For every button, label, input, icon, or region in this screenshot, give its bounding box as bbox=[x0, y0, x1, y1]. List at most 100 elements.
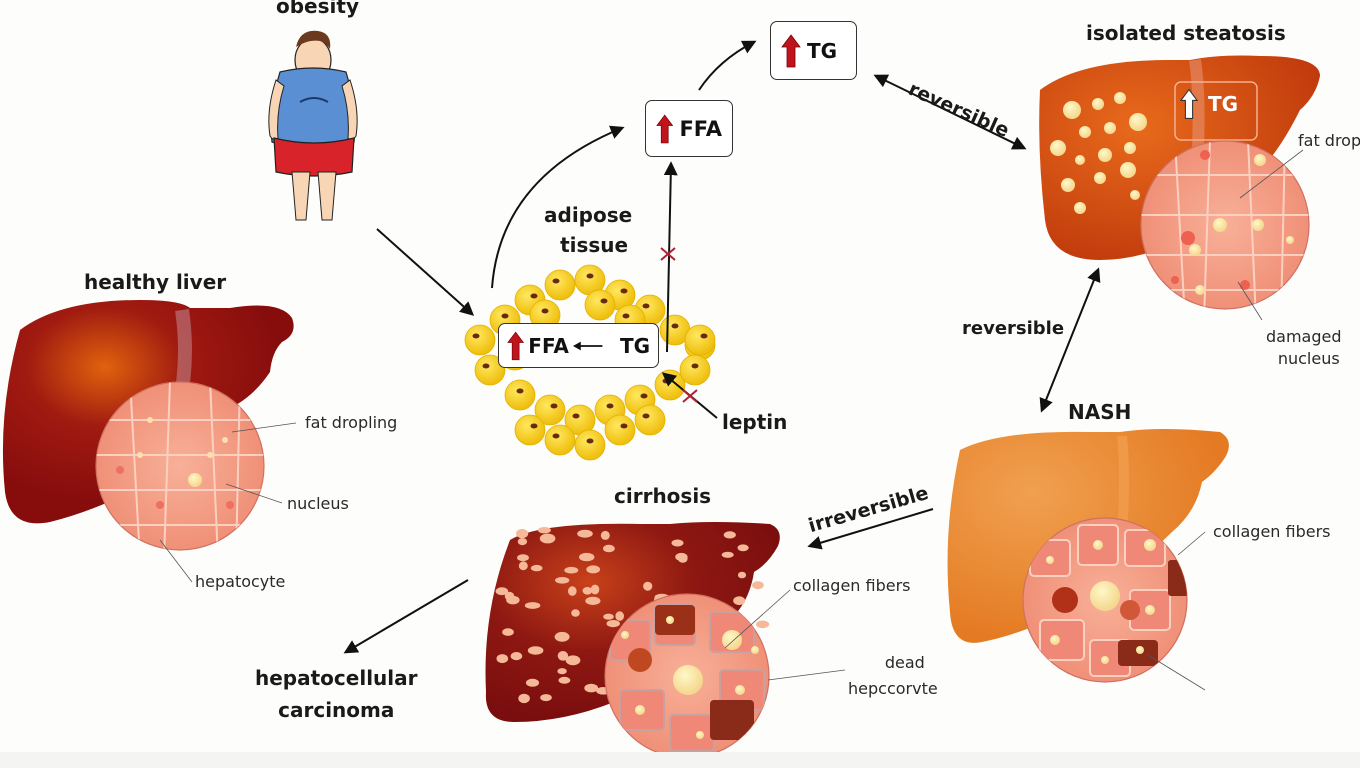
annotation-nucleus-2: nucleus bbox=[1277, 349, 1340, 368]
adipocyte-cell bbox=[584, 289, 616, 321]
adipocyte-nucleus bbox=[620, 288, 628, 294]
arrows bbox=[343, 40, 1101, 654]
cirrhotic-nodule bbox=[524, 602, 541, 609]
cirrhotic-nodule bbox=[517, 538, 528, 546]
adipocyte-nucleus bbox=[662, 378, 670, 384]
arrow-cirrhosis-to-hcc bbox=[343, 579, 469, 654]
annotation-collagen-fibers-cirrhosis: collagen fibers bbox=[793, 576, 911, 595]
cirrhotic-nodule bbox=[537, 527, 551, 534]
steatosis-liver-illustration bbox=[1039, 55, 1320, 321]
steatosis-tg-marker: TG bbox=[1180, 88, 1238, 120]
cirrhotic-nodule bbox=[584, 683, 599, 693]
cirrhotic-nodule bbox=[525, 678, 540, 687]
adipocyte-nucleus bbox=[541, 308, 549, 314]
cirrhotic-nodule bbox=[557, 668, 567, 675]
adipocyte-cell bbox=[604, 414, 636, 446]
up-arrow-icon bbox=[507, 331, 525, 360]
label-carcinoma: carcinoma bbox=[278, 698, 395, 722]
adipocyte-nucleus bbox=[482, 363, 490, 369]
cirrhotic-nodule bbox=[518, 693, 530, 704]
cirrhotic-nodule bbox=[504, 591, 515, 601]
cirrhotic-nodule bbox=[502, 628, 514, 636]
steatosis-tg-label: TG bbox=[1208, 92, 1239, 116]
adipocyte-cell bbox=[514, 414, 546, 446]
annotation-nucleus: nucleus bbox=[287, 494, 349, 513]
cirrhotic-nodule bbox=[737, 544, 749, 552]
ffa-increase-box: FFA bbox=[645, 100, 733, 157]
adipocyte-nucleus bbox=[552, 433, 560, 439]
label-obesity: obesity bbox=[276, 0, 359, 18]
cirrhotic-nodule bbox=[582, 587, 593, 595]
fat-droplets bbox=[1050, 92, 1147, 214]
cirrhotic-nodule bbox=[643, 581, 653, 591]
adipocyte-nucleus bbox=[586, 273, 594, 279]
cirrhotic-nodule bbox=[540, 694, 552, 702]
annotation-fat-dropling: fat dropling bbox=[305, 413, 398, 432]
cirrhotic-nodule bbox=[539, 533, 556, 544]
inhibit-x-icon bbox=[660, 247, 676, 261]
label-cirrhosis: cirrhosis bbox=[614, 484, 712, 508]
label-isolated-steatosis: isolated steatosis bbox=[1086, 21, 1286, 45]
cirrhotic-nodule bbox=[558, 676, 571, 684]
adipocyte-cell bbox=[574, 429, 606, 461]
adipocyte-nucleus bbox=[572, 413, 580, 419]
adipocyte-nucleus bbox=[671, 323, 679, 329]
cirrhotic-nodule bbox=[516, 528, 529, 539]
label-hepatocellular: hepatocellular bbox=[255, 666, 418, 690]
cirrhotic-nodule bbox=[554, 631, 570, 642]
label-leptin: leptin bbox=[722, 410, 788, 434]
adipocyte-cell bbox=[544, 424, 576, 456]
cirrhotic-nodule bbox=[517, 554, 529, 562]
cirrhotic-nodule bbox=[752, 581, 764, 590]
annotation-dead-hepatocyte: dead hepccorvte bbox=[848, 650, 938, 702]
inhibition-marks bbox=[660, 247, 698, 403]
adipose-tissue-illustration bbox=[464, 264, 716, 461]
adipose-tg-label: TG bbox=[619, 333, 650, 358]
adipocyte-cell bbox=[464, 324, 496, 356]
adipocyte-nucleus bbox=[606, 403, 614, 409]
adipocyte-nucleus bbox=[620, 423, 628, 429]
cirrhotic-nodule bbox=[603, 544, 615, 553]
adipocyte-nucleus bbox=[472, 333, 480, 339]
cirrhotic-nodule bbox=[565, 655, 581, 666]
arrow-ffa-to-tg bbox=[698, 40, 757, 91]
cirrhotic-nodule bbox=[585, 596, 601, 606]
arrow-nash-to-cirrhosis bbox=[807, 508, 934, 550]
label-adipose-tissue: adipose tissue bbox=[544, 200, 632, 260]
label-healthy-liver: healthy liver bbox=[84, 270, 227, 294]
annotation-damaged-nucleus: damaged nucleus bbox=[1266, 326, 1342, 370]
adipocyte-cell bbox=[634, 404, 666, 436]
adipose-ffa-label: FFA bbox=[528, 333, 569, 358]
up-arrow-icon bbox=[656, 113, 674, 143]
cirrhotic-nodule bbox=[590, 584, 600, 595]
adipocyte-nucleus bbox=[700, 333, 708, 339]
nash-liver-illustration bbox=[947, 429, 1229, 691]
adipocyte-nucleus bbox=[552, 278, 560, 284]
cirrhotic-nodule bbox=[557, 651, 569, 661]
cirrhotic-nodule bbox=[603, 613, 614, 620]
cirrhotic-nodule bbox=[495, 587, 509, 596]
cirrhotic-nodule bbox=[586, 565, 601, 574]
cirrhotic-nodule bbox=[530, 564, 543, 572]
adipocyte-nucleus bbox=[501, 313, 509, 319]
cirrhotic-nodule bbox=[606, 620, 620, 628]
cirrhotic-nodule bbox=[564, 566, 579, 574]
label-tissue: tissue bbox=[560, 233, 629, 257]
adipocyte-cell bbox=[474, 354, 506, 386]
annotation-hepatocyte: hepatocyte bbox=[195, 572, 286, 591]
cirrhotic-nodule bbox=[510, 652, 523, 661]
adipocyte-cell bbox=[534, 394, 566, 426]
adipocyte-nucleus bbox=[516, 388, 524, 394]
adipocyte-nucleus bbox=[530, 423, 538, 429]
adipocyte-nucleus bbox=[640, 393, 648, 399]
ffa-label: FFA bbox=[679, 116, 722, 141]
cirrhotic-nodule bbox=[615, 611, 624, 621]
adipocyte-nucleus bbox=[586, 438, 594, 444]
arrow-tg-steatosis-reversible bbox=[873, 74, 1027, 150]
cirrhotic-nodule bbox=[600, 530, 610, 540]
healthy-liver-illustration bbox=[2, 300, 297, 583]
cirrhotic-nodule bbox=[518, 561, 528, 571]
tg-label: TG bbox=[807, 38, 838, 63]
cirrhotic-nodule bbox=[737, 571, 747, 579]
